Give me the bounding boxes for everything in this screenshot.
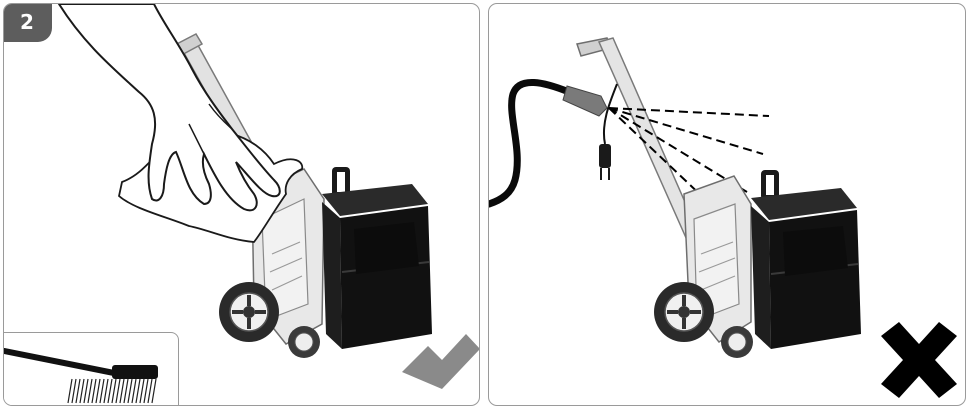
brush-icon [4, 333, 178, 405]
grass-collection-bag [322, 167, 432, 349]
checkmark-icon [402, 334, 480, 389]
cross-icon [881, 322, 957, 398]
front-wheel [721, 326, 753, 358]
rear-wheel [219, 282, 279, 342]
grass-collection-bag [751, 170, 861, 349]
panel-correct-cleaning: 2 [3, 3, 480, 406]
front-wheel [288, 326, 320, 358]
step-number-badge: 2 [3, 3, 52, 42]
panel-incorrect-cleaning [488, 3, 966, 406]
rear-wheel [654, 282, 714, 342]
water-hose [489, 82, 607, 204]
brush-inset [3, 332, 179, 406]
right-panel-drawing [489, 4, 966, 406]
scarifier-handle [577, 38, 699, 240]
